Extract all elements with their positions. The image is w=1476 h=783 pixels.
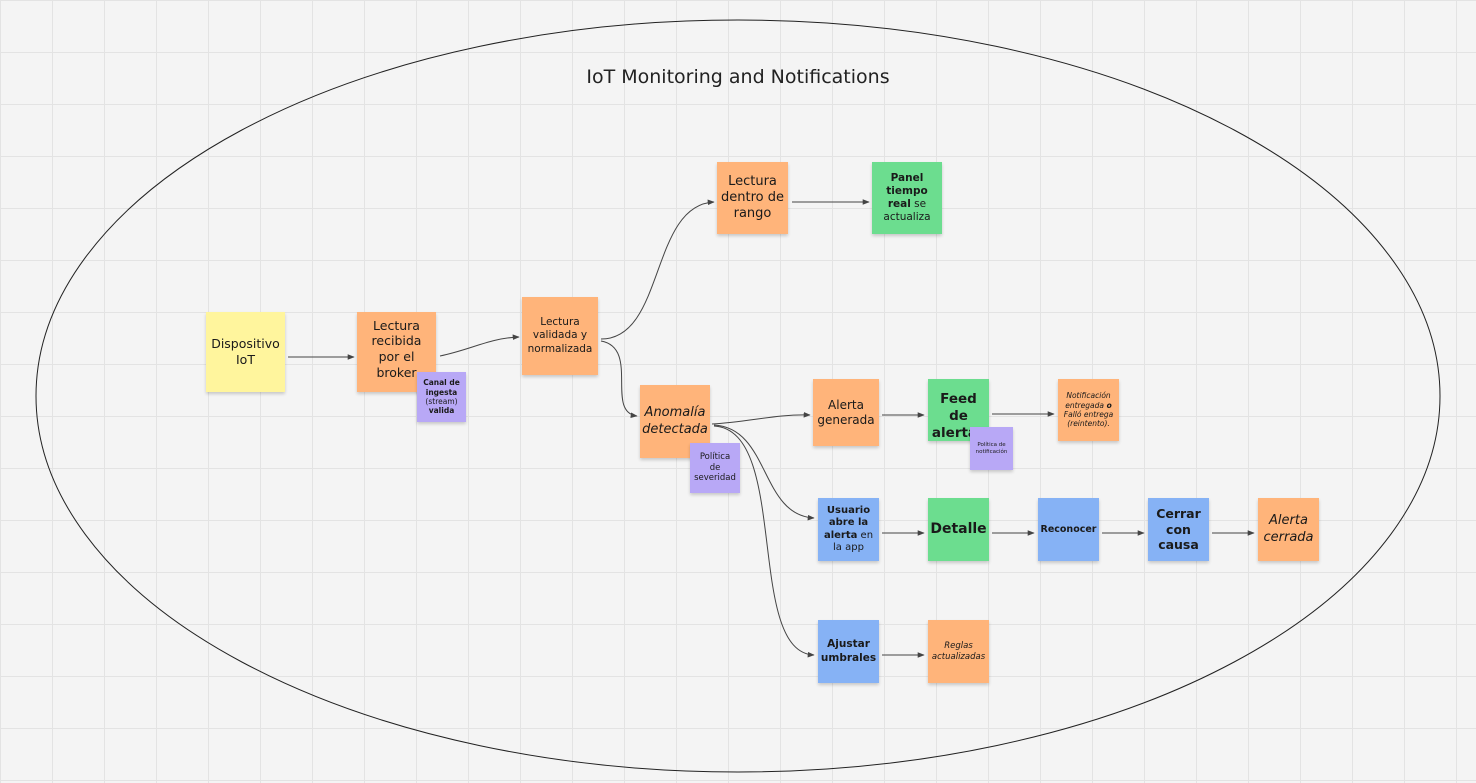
notification-delivered-part3: Falló entrega (reintento).: [1063, 410, 1114, 429]
note-anomaly-detected-text: Anomalía detectada: [642, 405, 708, 437]
connector-reading-to-validated[interactable]: [439, 334, 520, 357]
note-notification-delivered-text: Notificación entregada o Falló entrega (…: [1062, 391, 1115, 429]
note-reading-in-range-text: Lectura dentro de rango: [721, 173, 784, 222]
note-detail-text: Detalle: [930, 520, 987, 537]
note-rules-updated-text: Reglas actualizadas: [931, 640, 986, 662]
realtime-panel-bold: Panel tiempo real: [886, 171, 928, 210]
note-realtime-panel[interactable]: Panel tiempo real se actualiza: [872, 162, 942, 234]
note-alert-generated-text: Alerta generada: [817, 397, 875, 427]
ingest-channel-bold: Canal de ingesta: [423, 378, 460, 397]
connector-anomaly-to-thresholds[interactable]: [713, 425, 815, 658]
note-acknowledge[interactable]: Reconocer: [1038, 498, 1099, 561]
note-reading-received[interactable]: Lectura recibida por el broker: [357, 312, 436, 392]
note-user-opens-alert[interactable]: Usuario abre la alerta en la app: [818, 498, 879, 561]
note-alert-closed[interactable]: Alerta cerrada: [1258, 498, 1319, 561]
note-alert-closed-text: Alerta cerrada: [1263, 513, 1314, 545]
note-acknowledge-text: Reconocer: [1040, 523, 1097, 535]
note-severity-policy[interactable]: Política de severidad: [690, 443, 740, 493]
note-user-opens-alert-text: Usuario abre la alerta en la app: [822, 505, 875, 555]
user-opens-bold: Usuario abre la alerta: [823, 504, 871, 541]
note-detail[interactable]: Detalle: [928, 498, 989, 561]
connector-validated-to-inrange[interactable]: [600, 199, 715, 340]
note-device-text: Dispositivo IoT: [211, 336, 280, 367]
note-alert-generated[interactable]: Alerta generada: [813, 379, 879, 446]
note-reading-validated-text: Lectura validada y normalizada: [527, 316, 593, 355]
boundary-ellipse: [35, 19, 1441, 773]
notification-delivered-part2: o: [1103, 400, 1112, 410]
note-realtime-panel-text: Panel tiempo real se actualiza: [876, 172, 938, 225]
board-title: IoT Monitoring and Notifications: [586, 66, 890, 88]
realtime-panel-normal: se actualiza: [883, 198, 931, 224]
note-close-with-cause-text: Cerrar con causa: [1156, 506, 1201, 553]
note-rules-updated[interactable]: Reglas actualizadas: [928, 620, 989, 683]
note-notification-policy-text: Política de notificación: [975, 441, 1008, 455]
note-notification-policy[interactable]: Política de notificación: [970, 427, 1013, 470]
connector-validated-to-anomaly[interactable]: [600, 340, 638, 418]
note-reading-received-text: Lectura recibida por el broker: [371, 317, 422, 380]
note-adjust-thresholds[interactable]: Ajustar umbrales: [818, 620, 879, 683]
ingest-channel-normal: (stream): [425, 397, 458, 406]
connector-anomaly-to-alert[interactable]: [711, 412, 811, 425]
note-adjust-thresholds-text: Ajustar umbrales: [820, 638, 877, 664]
note-severity-policy-text: Política de severidad: [694, 452, 736, 484]
note-anomaly-detected[interactable]: Anomalía detectada: [640, 385, 710, 458]
note-close-with-cause[interactable]: Cerrar con causa: [1148, 498, 1209, 561]
note-notification-delivered[interactable]: Notificación entregada o Falló entrega (…: [1058, 379, 1119, 441]
note-ingest-channel-text: Canal de ingesta (stream) valida: [421, 378, 462, 416]
note-reading-in-range[interactable]: Lectura dentro de rango: [717, 162, 788, 234]
note-ingest-channel[interactable]: Canal de ingesta (stream) valida: [417, 372, 466, 422]
note-device[interactable]: Dispositivo IoT: [206, 312, 285, 392]
notification-delivered-part1: Notificación entregada: [1065, 391, 1111, 410]
user-opens-normal: en la app: [833, 529, 874, 554]
ingest-channel-bold2: valida: [428, 406, 455, 416]
connector-anomaly-to-user[interactable]: [713, 424, 815, 521]
note-reading-validated[interactable]: Lectura validada y normalizada: [522, 297, 598, 375]
